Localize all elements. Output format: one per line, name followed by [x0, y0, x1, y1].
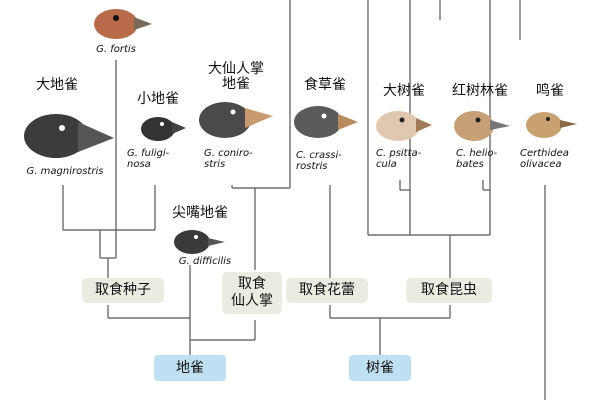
sci-difficilis: G. difficilis	[178, 256, 232, 267]
name-fuliginosa-zh: 小地雀	[137, 91, 179, 107]
sci-psittacula: C. psitta- cula	[376, 148, 422, 170]
name-difficilis-zh: 尖嘴地雀	[172, 205, 228, 221]
name-conirostris-zh: 大仙人掌 地雀	[208, 61, 264, 92]
name-crassirostris-zh: 食草雀	[304, 77, 346, 93]
sci-magnirostris: G. magnirostris	[26, 166, 104, 177]
diet-seeds-box: 取食种子	[82, 278, 164, 303]
diet-buds-box: 取食花蕾	[286, 278, 368, 303]
sci-conirostris: G. coniro- stris	[204, 148, 253, 170]
bird-crassirostris-icon	[294, 106, 358, 138]
bird-magnirostris-icon	[24, 114, 114, 158]
diet-insects-box: 取食昆虫	[406, 278, 492, 303]
name-magnirostris-zh: 大地雀	[36, 77, 78, 93]
bird-psittacula-icon	[376, 111, 432, 141]
name-heliobates-zh: 红树林雀	[452, 83, 508, 99]
sci-fuliginosa: G. fuligi- nosa	[127, 148, 170, 170]
diet-cactus-box: 取食 仙人掌	[222, 272, 282, 314]
bird-difficilis-icon	[174, 230, 225, 254]
name-psittacula-zh: 大树雀	[383, 83, 425, 99]
sci-crassirostris: C. crassi- rostris	[296, 150, 342, 172]
group-tree-finch-box: 树雀	[349, 355, 411, 381]
bird-fuliginosa-icon	[141, 117, 186, 141]
group-ground-finch-box: 地雀	[154, 355, 226, 381]
name-olivacea-zh: 鸣雀	[536, 83, 564, 99]
sci-heliobates: C. helio- bates	[456, 148, 498, 170]
bird-olivacea-icon	[526, 112, 577, 138]
bird-fortis-icon	[94, 9, 152, 39]
bird-heliobates-icon	[454, 111, 510, 141]
sci-olivacea: Certhidea olivacea	[520, 148, 569, 170]
sci-fortis: G. fortis	[96, 44, 136, 55]
bird-conirostris-icon	[199, 102, 273, 138]
